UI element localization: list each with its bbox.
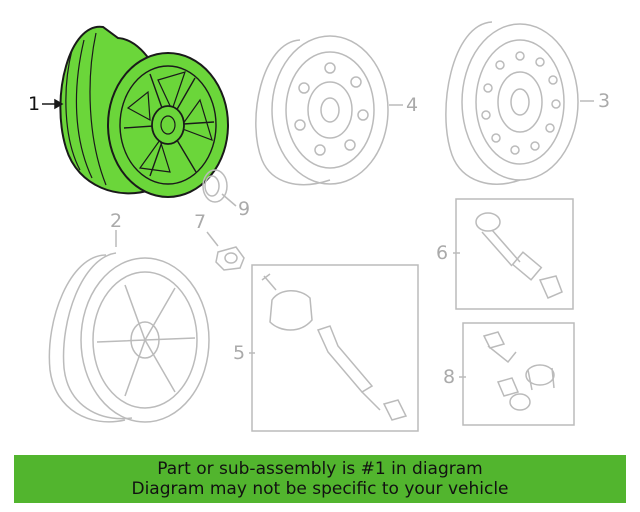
part-8-lug-nut-set[interactable]: [459, 322, 575, 426]
banner-line-1: Part or sub-assembly is #1 in diagram: [157, 459, 483, 479]
callout-4[interactable]: 4: [406, 94, 419, 116]
callout-2[interactable]: 2: [110, 210, 123, 232]
part-4-steel-wheel[interactable]: [255, 35, 403, 186]
callout-5[interactable]: 5: [233, 342, 246, 364]
part-3-steel-wheel[interactable]: [445, 21, 594, 185]
part-1-wheel[interactable]: [59, 25, 229, 198]
parts-diagram: [42, 21, 594, 432]
callout-1[interactable]: 1: [28, 93, 41, 115]
part-6-valve-stem[interactable]: [453, 198, 574, 310]
callout-8[interactable]: 8: [443, 366, 456, 388]
part-7-lug-nut[interactable]: [206, 231, 245, 271]
callout-3[interactable]: 3: [598, 90, 611, 112]
part-2-wheel[interactable]: [48, 230, 210, 423]
part-9-center-cap[interactable]: [202, 169, 237, 207]
callout-7[interactable]: 7: [194, 211, 207, 233]
callout-9[interactable]: 9: [238, 198, 251, 220]
callout-1-leader: [42, 98, 64, 110]
banner-line-2: Diagram may not be specific to your vehi…: [131, 479, 509, 499]
part-5-tpms-sensor[interactable]: [249, 264, 419, 432]
callout-6[interactable]: 6: [436, 242, 449, 264]
info-banner: Part or sub-assembly is #1 in diagram Di…: [14, 455, 626, 503]
